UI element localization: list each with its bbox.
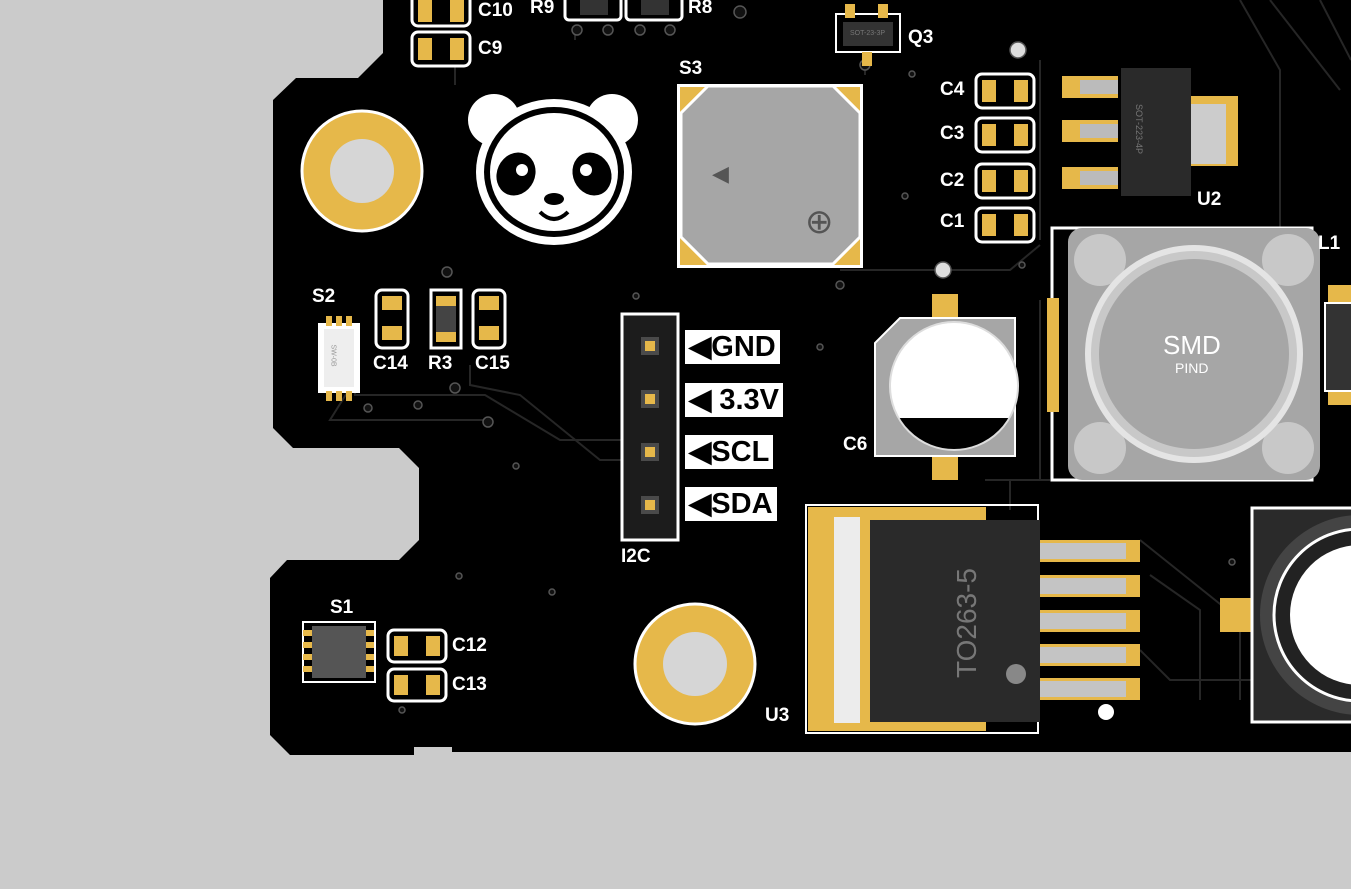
i2c-pin-sda-label: ◀SDA <box>685 487 777 521</box>
vias <box>363 5 1236 714</box>
buzzer-triangle-icon: ◀ <box>712 161 729 186</box>
label-c9: C9 <box>478 38 503 59</box>
i2c-pin-scl-label: ◀SCL <box>685 435 774 469</box>
label-c15: C15 <box>475 353 510 374</box>
right-edge-capacitor <box>1220 506 1351 724</box>
capacitor-c9-footprint <box>410 30 472 68</box>
panda-face-icon <box>468 94 638 245</box>
label-c13: C13 <box>452 674 487 695</box>
u3-package-marking: TO263-5 <box>951 568 982 678</box>
regulator-u2 <box>1062 68 1238 196</box>
mounting-hole <box>633 602 757 726</box>
capacitor-c14-footprint <box>374 288 410 350</box>
label-r3: R3 <box>428 353 453 374</box>
label-u3: U3 <box>765 705 790 726</box>
label-s2: S2 <box>312 286 336 307</box>
label-c6: C6 <box>843 434 868 455</box>
capacitor-c4-footprint <box>974 72 1036 110</box>
capacitor-c15-footprint <box>471 288 507 350</box>
label-r9: R9 <box>530 0 555 18</box>
label-c2: C2 <box>940 170 965 191</box>
buzzer-s3 <box>677 84 863 268</box>
label-c3: C3 <box>940 123 965 144</box>
right-edge-component <box>1324 285 1351 405</box>
buzzer-plus-icon: ⊕ <box>805 203 834 241</box>
label-s3: S3 <box>679 58 703 79</box>
label-s1: S1 <box>330 597 354 618</box>
fiducial <box>1098 704 1114 720</box>
capacitor-c10-footprint <box>410 0 472 28</box>
label-i2c: I2C <box>621 546 651 567</box>
resistor-r3-footprint <box>429 288 463 350</box>
i2c-header <box>620 312 680 542</box>
label-u2: U2 <box>1197 189 1222 210</box>
ic-s1 <box>302 621 376 683</box>
label-c10: C10 <box>478 0 513 21</box>
capacitor-c12-footprint <box>386 628 448 664</box>
resistor-r8-footprint <box>624 0 684 22</box>
mounting-hole <box>300 109 424 233</box>
capacitor-c6 <box>874 294 1019 480</box>
inductor-title: SMD <box>1163 330 1221 360</box>
capacitor-c2-footprint <box>974 162 1036 200</box>
label-l1: L1 <box>1318 233 1341 254</box>
capacitor-c1-footprint <box>974 206 1036 244</box>
transistor-q3-footprint <box>835 4 901 66</box>
s2-package-marking: SW-0B <box>329 344 337 367</box>
capacitor-c3-footprint <box>974 116 1036 154</box>
u2-package-marking: SOT-223-4P <box>1134 103 1145 155</box>
q3-package-marking: SOT-23-3P <box>850 30 886 37</box>
resistor-r9-footprint <box>563 0 623 22</box>
i2c-pin-3v3-label: ◀ 3.3V <box>685 383 784 417</box>
i2c-pin-gnd-label: ◀GND <box>685 330 780 364</box>
capacitor-c13-footprint <box>386 667 448 703</box>
label-c4: C4 <box>940 79 965 100</box>
label-c12: C12 <box>452 635 487 656</box>
label-c14: C14 <box>373 353 408 374</box>
label-r8: R8 <box>688 0 713 18</box>
inductor-l1 <box>1047 226 1320 482</box>
switch-s2 <box>318 316 360 401</box>
label-q3: Q3 <box>908 27 934 48</box>
label-c1: C1 <box>940 211 965 232</box>
regulator-u3 <box>805 504 1140 734</box>
inductor-subtitle: PIND <box>1175 360 1209 376</box>
